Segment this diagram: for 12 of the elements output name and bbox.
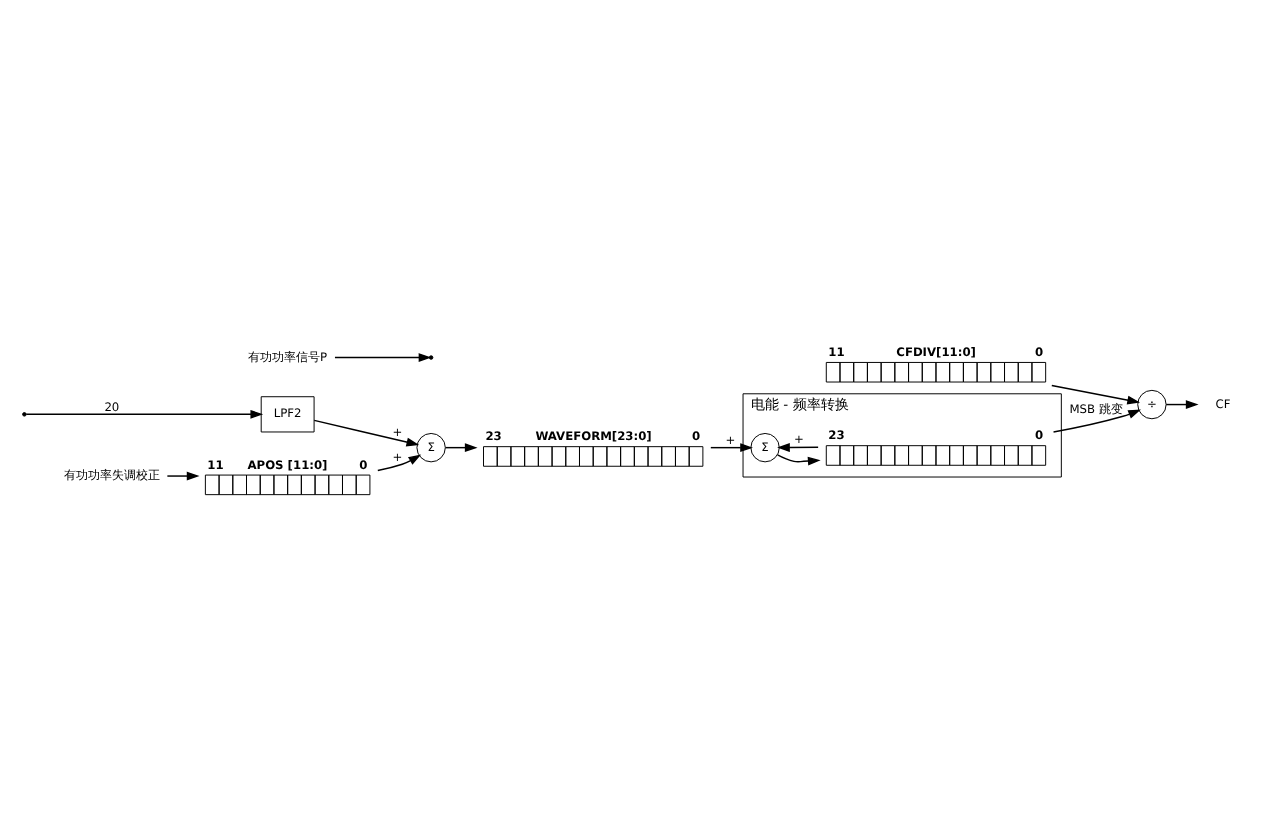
arrow [444, 443, 478, 453]
arrow [334, 353, 432, 362]
arrow [1051, 384, 1141, 405]
arrow [166, 471, 200, 481]
arrow [1052, 409, 1141, 433]
arrow [1165, 400, 1199, 409]
arrow [313, 419, 420, 447]
arrow [710, 443, 753, 453]
arrow [25, 409, 264, 419]
arrow [777, 443, 819, 452]
arrow [776, 454, 821, 466]
arrow [377, 454, 422, 472]
